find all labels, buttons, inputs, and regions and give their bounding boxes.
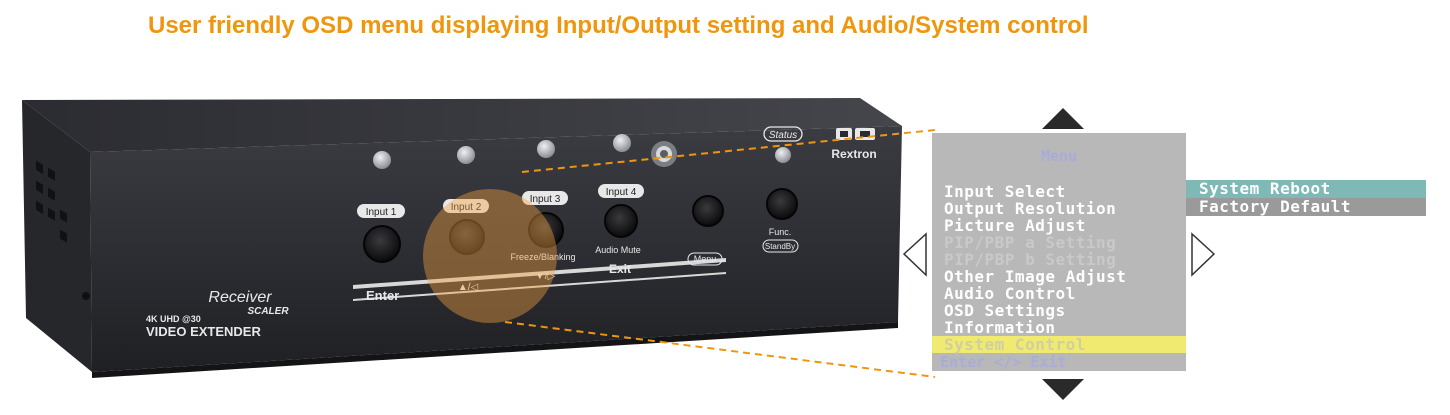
osd-item-osd-settings[interactable]: OSD Settings bbox=[944, 301, 1066, 320]
submenu-item-system-reboot[interactable]: System Reboot bbox=[1186, 180, 1426, 198]
menu-pill bbox=[687, 252, 723, 266]
func-button[interactable] bbox=[766, 188, 798, 220]
side-vents bbox=[36, 160, 67, 243]
rextron-logo-icon bbox=[836, 128, 875, 140]
strip-enter: Enter bbox=[366, 288, 399, 303]
osd-item-system-control[interactable]: System Control bbox=[932, 336, 1186, 353]
led-4 bbox=[613, 134, 631, 152]
strip-exit: Exit bbox=[609, 262, 631, 276]
input-4-pill bbox=[598, 184, 644, 198]
func-label: Func. bbox=[769, 227, 792, 237]
side-screw bbox=[82, 292, 90, 300]
status-label: Status bbox=[769, 130, 797, 141]
input-1-label: Input 1 bbox=[366, 207, 397, 218]
input-2-label: Input 2 bbox=[451, 202, 482, 213]
strip-up-left: ▲/◁ bbox=[458, 282, 479, 293]
led-3 bbox=[537, 140, 555, 158]
strip-bottom-line bbox=[353, 272, 726, 301]
product-name: VIDEO EXTENDER bbox=[146, 324, 261, 339]
headline: User friendly OSD menu displaying Input/… bbox=[148, 12, 1089, 39]
product-resolution: 4K UHD @30 bbox=[146, 314, 201, 324]
led-status bbox=[775, 147, 791, 163]
input-3-pill bbox=[522, 191, 568, 205]
osd-item-output-resolution[interactable]: Output Resolution bbox=[944, 199, 1117, 218]
status-pill bbox=[763, 126, 803, 142]
arrow-left-icon bbox=[902, 232, 927, 277]
product-scaler: SCALER bbox=[247, 306, 289, 317]
strip-down-right: ▼/▷ bbox=[535, 271, 556, 282]
arrow-up-icon bbox=[1042, 108, 1084, 129]
arrow-right-icon bbox=[1191, 232, 1216, 277]
led-1 bbox=[373, 151, 391, 169]
strip-top-line bbox=[353, 258, 726, 289]
brand-name: Rextron bbox=[831, 147, 876, 161]
osd-footer: Enter </> Exit bbox=[940, 353, 1067, 371]
audio-mute-label: Audio Mute bbox=[595, 245, 641, 255]
highlight-circle bbox=[423, 189, 557, 323]
input-4-button[interactable] bbox=[604, 204, 638, 238]
standby-pill bbox=[762, 239, 799, 253]
input-2-pill bbox=[443, 199, 489, 213]
input-1-pill bbox=[357, 204, 405, 218]
freeze-blanking-label: Freeze/Blanking bbox=[510, 252, 575, 262]
strip-menu: Menu bbox=[694, 254, 717, 264]
osd-item-audio-control[interactable]: Audio Control bbox=[944, 284, 1076, 303]
device-front bbox=[90, 126, 902, 372]
device-bottom bbox=[92, 322, 898, 378]
input-3-label: Input 3 bbox=[530, 194, 561, 205]
input-4-label: Input 4 bbox=[606, 187, 637, 198]
input-1-button[interactable] bbox=[363, 225, 401, 263]
product-receiver: Receiver bbox=[208, 289, 272, 306]
input-3-button[interactable] bbox=[528, 212, 564, 248]
osd-item-other-image-adjust[interactable]: Other Image Adjust bbox=[944, 267, 1127, 286]
exit-button[interactable] bbox=[692, 195, 724, 227]
leader-line-top bbox=[521, 129, 936, 173]
osd-item-information[interactable]: Information bbox=[944, 318, 1056, 337]
osd-item-pip-b-setting[interactable]: PIP/PBP b Setting bbox=[944, 250, 1117, 269]
arrow-down-icon bbox=[1042, 379, 1084, 400]
osd-item-input-select[interactable]: Input Select bbox=[944, 182, 1066, 201]
osd-item-pip-a-setting[interactable]: PIP/PBP a Setting bbox=[944, 233, 1117, 252]
leader-line-bottom bbox=[504, 321, 936, 378]
osd-item-picture-adjust[interactable]: Picture Adjust bbox=[944, 216, 1086, 235]
standby-label: StandBy bbox=[765, 242, 795, 251]
osd-title: Menu bbox=[1040, 147, 1078, 165]
input-2-button[interactable] bbox=[449, 219, 485, 255]
osd-menu: Menu Input Select Output Resolution Pict… bbox=[932, 133, 1186, 371]
device-top bbox=[22, 98, 902, 152]
led-2 bbox=[457, 146, 475, 164]
submenu-item-factory-default[interactable]: Factory Default bbox=[1186, 198, 1426, 216]
osd-submenu: System Reboot Factory Default bbox=[1186, 180, 1426, 216]
